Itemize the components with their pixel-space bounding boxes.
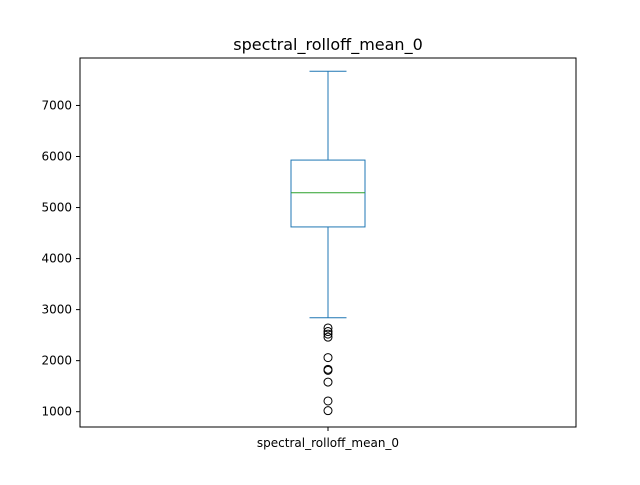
y-tick-label: 7000 (41, 98, 72, 112)
x-tick-label: spectral_rolloff_mean_0 (257, 436, 399, 450)
y-tick-label: 4000 (41, 252, 72, 266)
outlier-point (323, 396, 333, 406)
y-tick-label: 5000 (41, 201, 72, 215)
y-tick-label: 1000 (41, 405, 72, 419)
outlier-point (323, 353, 333, 363)
y-tick-label: 6000 (41, 150, 72, 164)
outlier-point (323, 323, 333, 333)
y-tick-label: 3000 (41, 303, 72, 317)
outlier-point (323, 329, 333, 339)
outlier-point (323, 377, 333, 387)
axes-frame (79, 57, 577, 428)
outlier-point (323, 327, 333, 337)
x-axis: spectral_rolloff_mean_0 (257, 427, 399, 450)
y-axis: 1000 2000 3000 4000 5000 6000 7000 (41, 98, 80, 419)
outlier-point (323, 365, 333, 375)
y-tick-label: 2000 (41, 354, 72, 368)
plot-area (290, 70, 366, 416)
iqr-box (290, 159, 366, 228)
chart-title: spectral_rolloff_mean_0 (233, 35, 423, 55)
outlier-point (323, 406, 333, 416)
outlier-point (323, 332, 333, 342)
